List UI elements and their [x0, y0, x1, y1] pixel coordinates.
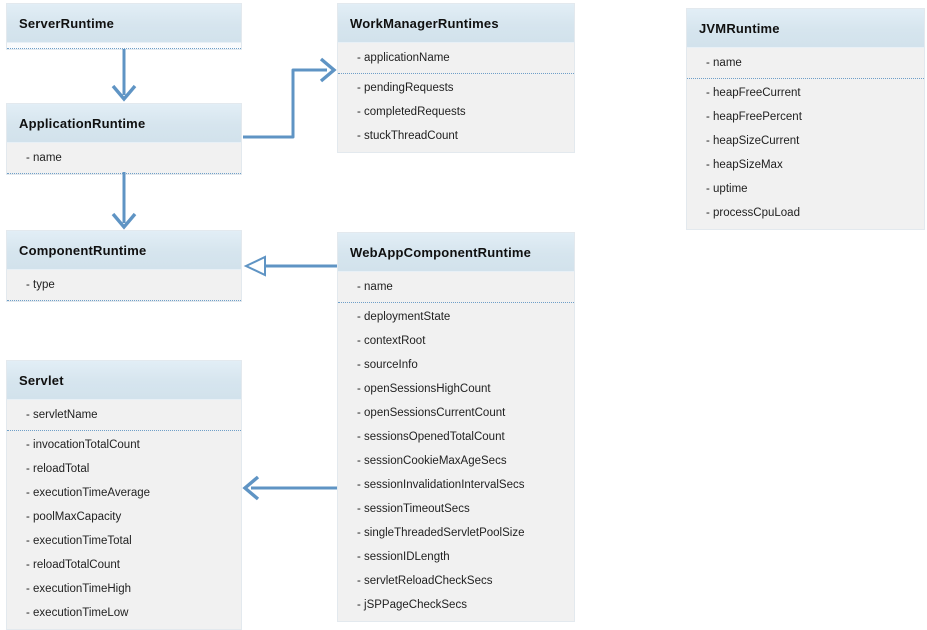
attribute: - processCpuLoad: [706, 207, 800, 219]
attributes-section: - pendingRequests - completedRequests - …: [338, 74, 574, 152]
class-title-component-runtime: ComponentRuntime: [7, 231, 241, 270]
attribute: - contextRoot: [357, 335, 426, 347]
attributes-section: - heapFreeCurrent - heapFreePercent - he…: [687, 79, 924, 229]
attribute-name: - name: [357, 281, 393, 293]
attribute: - stuckThreadCount: [357, 130, 458, 142]
attribute: - heapSizeCurrent: [706, 135, 800, 147]
arrow-webapp-to-component: [243, 255, 337, 277]
attribute: - reloadTotal: [26, 463, 90, 475]
class-box-application-runtime: ApplicationRuntime - name: [6, 103, 242, 175]
attribute: - openSessionsCurrentCount: [357, 407, 506, 419]
class-box-servlet: Servlet - servletName - invocationTotalC…: [6, 360, 242, 630]
key-attributes-section: - servletName: [7, 400, 241, 431]
attribute: - poolMaxCapacity: [26, 511, 122, 523]
arrow-application-to-component: [111, 172, 137, 230]
class-title-text: Servlet: [19, 372, 64, 388]
attribute: - sourceInfo: [357, 359, 418, 371]
class-title-web-app-component-runtime: WebAppComponentRuntime: [338, 233, 574, 272]
attribute-servlet-name: - servletName: [26, 409, 98, 421]
class-title-text: ApplicationRuntime: [19, 115, 146, 131]
key-attributes-section: - name: [338, 272, 574, 303]
attribute: - uptime: [706, 183, 748, 195]
attribute: - sessionCookieMaxAgeSecs: [357, 455, 507, 467]
class-title-text: WebAppComponentRuntime: [350, 244, 532, 260]
attribute: - invocationTotalCount: [26, 439, 140, 451]
attribute: - heapFreeCurrent: [706, 87, 801, 99]
attribute: - sessionIDLength: [357, 551, 450, 563]
attribute-application-name: - applicationName: [357, 52, 450, 64]
class-title-text: ServerRuntime: [19, 15, 115, 31]
attribute: - executionTimeHigh: [26, 583, 132, 595]
class-box-server-runtime: ServerRuntime: [6, 3, 242, 50]
class-box-web-app-component-runtime: WebAppComponentRuntime - name - deployme…: [337, 232, 575, 622]
attribute-name: - name: [26, 152, 62, 164]
arrow-webapp-to-servlet: [242, 475, 337, 501]
attribute: - heapFreePercent: [706, 111, 802, 123]
attribute: - executionTimeLow: [26, 607, 129, 619]
attribute: - completedRequests: [357, 106, 466, 118]
key-attributes-section: - applicationName: [338, 43, 574, 74]
class-title-jvm-runtime: JVMRuntime: [687, 9, 924, 48]
attributes-section: - deploymentState - contextRoot - source…: [338, 303, 574, 621]
class-title-text: JVMRuntime: [699, 20, 780, 36]
class-title-servlet: Servlet: [7, 361, 241, 400]
attribute-name: - name: [706, 57, 742, 69]
key-attributes-section: - type: [7, 270, 241, 301]
attribute: - reloadTotalCount: [26, 559, 120, 571]
attribute: - sessionTimeoutSecs: [357, 503, 470, 515]
attribute: - sessionInvalidationIntervalSecs: [357, 479, 525, 491]
attribute: - deploymentState: [357, 311, 451, 323]
attribute: - servletReloadCheckSecs: [357, 575, 493, 587]
class-title-text: WorkManagerRuntimes: [350, 15, 499, 31]
class-title-work-manager-runtimes: WorkManagerRuntimes: [338, 4, 574, 43]
attribute: - executionTimeAverage: [26, 487, 151, 499]
class-box-work-manager-runtimes: WorkManagerRuntimes - applicationName - …: [337, 3, 575, 153]
class-title-application-runtime: ApplicationRuntime: [7, 104, 241, 143]
class-title-text: ComponentRuntime: [19, 242, 147, 258]
arrow-server-to-application: [111, 49, 137, 102]
class-box-jvm-runtime: JVMRuntime - name - heapFreeCurrent - he…: [686, 8, 925, 230]
attribute: - heapSizeMax: [706, 159, 783, 171]
attribute: - jSPPageCheckSecs: [357, 599, 467, 611]
attributes-section: - invocationTotalCount - reloadTotal - e…: [7, 431, 241, 629]
attribute: - singleThreadedServletPoolSize: [357, 527, 525, 539]
attribute-type: - type: [26, 279, 55, 291]
class-box-component-runtime: ComponentRuntime - type: [6, 230, 242, 302]
attribute: - openSessionsHighCount: [357, 383, 491, 395]
attribute: - executionTimeTotal: [26, 535, 132, 547]
class-title-server-runtime: ServerRuntime: [7, 4, 241, 43]
attribute: - pendingRequests: [357, 82, 454, 94]
key-attributes-section: - name: [687, 48, 924, 79]
attribute: - sessionsOpenedTotalCount: [357, 431, 505, 443]
arrow-application-to-workmanager: [243, 57, 337, 139]
key-attributes-section: - name: [7, 143, 241, 174]
key-attributes-section: [7, 43, 241, 49]
